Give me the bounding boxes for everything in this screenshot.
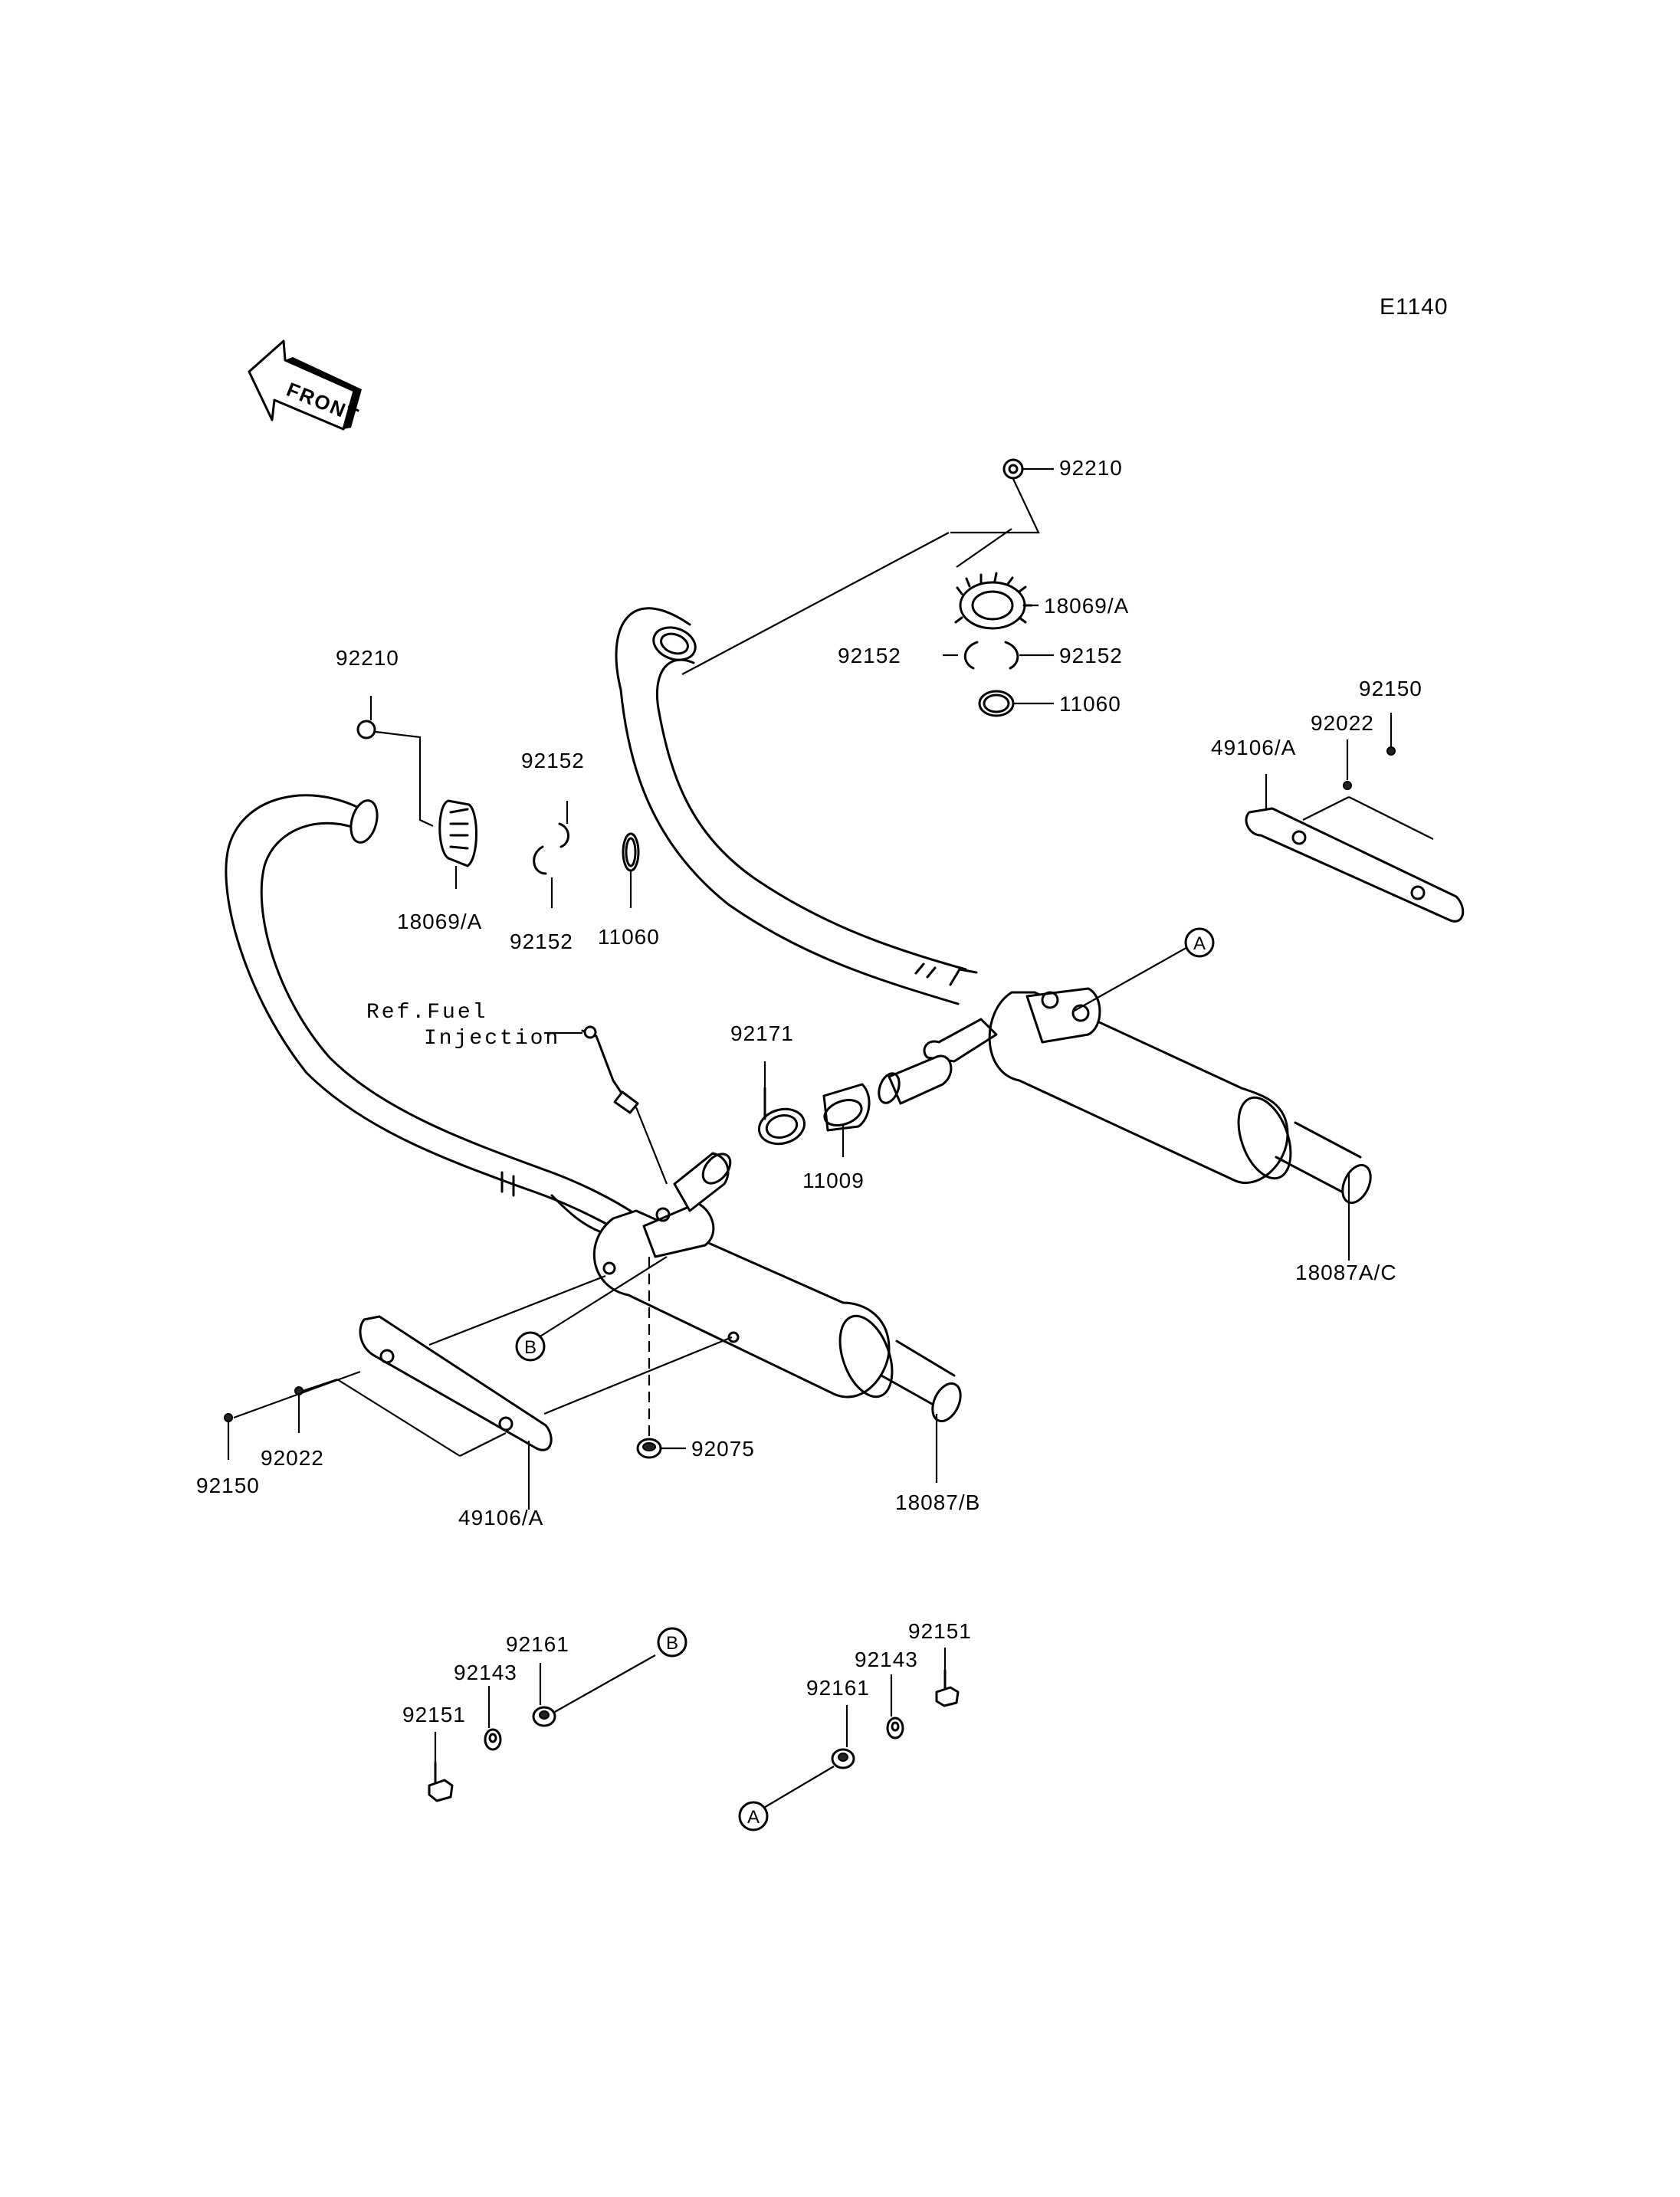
label-92075: 92075 (691, 1437, 755, 1461)
svg-text:A: A (1193, 933, 1206, 954)
label-49106a-right: 49106/A (1211, 736, 1296, 759)
o2-sensor (581, 1025, 639, 1114)
label-92152-left-top: 92152 (521, 749, 585, 772)
right-flange-18069 (954, 572, 1033, 630)
label-92152-right-r: 92152 (1059, 644, 1123, 667)
right-gasket-11060 (978, 690, 1015, 717)
label-92151-a: 92151 (908, 1619, 972, 1643)
left-muffler (592, 1202, 962, 1423)
svg-text:B: B (666, 1633, 678, 1654)
right-split-keeper-92152 (963, 641, 1019, 670)
nut-92161-a (831, 1748, 855, 1769)
label-92210-right: 92210 (1059, 456, 1123, 480)
label-92143-a: 92143 (855, 1648, 918, 1671)
label-92161-b: 92161 (506, 1632, 569, 1656)
left-leaders (227, 696, 938, 1510)
left-nut-92210 (356, 720, 376, 739)
label-18069a-left: 18069/A (397, 910, 482, 933)
right-washer-92022 (1343, 781, 1352, 790)
right-heat-guard (1245, 796, 1465, 923)
label-92150-left: 92150 (196, 1474, 260, 1497)
connector-pipe-11009 (822, 1083, 871, 1132)
label-49106a-left: 49106/A (458, 1506, 543, 1530)
grommet-92075 (636, 1438, 662, 1459)
marker-a-lower: A (738, 1801, 769, 1831)
marker-b-upper: B (515, 1331, 546, 1362)
label-92171: 92171 (730, 1021, 794, 1045)
left-heat-guard (359, 1274, 733, 1451)
label-18069a-right: 18069/A (1044, 594, 1129, 618)
right-exhaust-pipe (615, 607, 978, 1005)
washer-92143-b (484, 1728, 502, 1751)
left-gasket-11060 (622, 832, 640, 872)
right-nut-92210 (1002, 458, 1024, 480)
bolt-92151-a (935, 1669, 960, 1707)
marker-a-upper: A (1184, 927, 1215, 958)
group-a-fasteners (762, 1648, 960, 1809)
group-b-fasteners (428, 1654, 656, 1802)
clamp-92171 (757, 1087, 806, 1146)
label-92161-a: 92161 (806, 1676, 870, 1700)
marker-b-lower: B (657, 1627, 687, 1658)
ref-fuel-line1: Ref.Fuel (366, 1001, 487, 1025)
label-18087ac: 18087A/C (1295, 1261, 1397, 1284)
washer-92143-a (886, 1717, 904, 1740)
label-92143-b: 92143 (454, 1661, 517, 1684)
label-92150-right: 92150 (1359, 677, 1422, 700)
bolt-92151-b (428, 1761, 454, 1802)
front-arrow-icon: FRONT (248, 339, 363, 431)
left-exhaust-pipe (225, 794, 638, 1243)
ref-fuel-line2: Injection (424, 1027, 560, 1051)
svg-text:B: B (524, 1337, 536, 1358)
label-92022-left: 92022 (261, 1446, 324, 1470)
right-bolt-92150 (1386, 746, 1396, 756)
left-flange-18069 (438, 799, 477, 867)
label-92152-left-bot: 92152 (510, 930, 573, 953)
label-92151-b: 92151 (402, 1703, 466, 1726)
right-muffler (923, 987, 1372, 1205)
right-inlet-pipe (878, 1054, 953, 1105)
left-bolt-92150 (224, 1413, 233, 1422)
right-leaders (681, 467, 1393, 1261)
diagram-code: E1140 (1380, 294, 1449, 320)
left-inlet-pipe (673, 1152, 732, 1212)
label-11009: 11009 (802, 1169, 865, 1192)
svg-text:A: A (747, 1807, 760, 1828)
label-92022-right: 92022 (1311, 711, 1374, 735)
nut-92161-b (532, 1706, 556, 1727)
label-18087b: 18087/B (895, 1490, 980, 1514)
label-92210-left: 92210 (336, 646, 399, 670)
left-split-keeper-92152 (533, 822, 569, 875)
label-11060-right: 11060 (1059, 692, 1121, 716)
label-11060-left: 11060 (598, 925, 660, 949)
label-92152-right-l: 92152 (838, 644, 901, 667)
